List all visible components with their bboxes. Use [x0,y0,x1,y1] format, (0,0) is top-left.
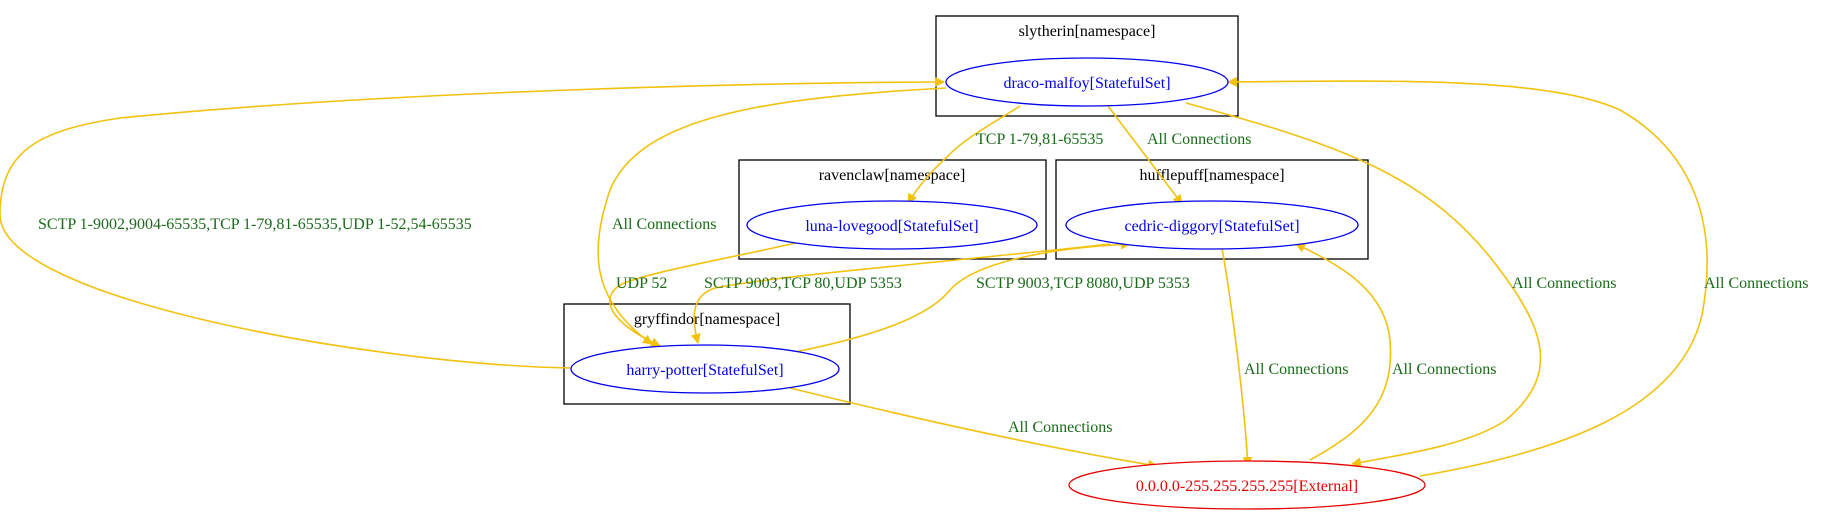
node-luna-lovegood-ellipse[interactable] [746,200,1038,250]
edge-label-harry-draco: SCTP 1-9002,9004-65535,TCP 1-79,81-65535… [38,216,472,233]
node-harry-potter-label: harry-potter[StatefulSet] [626,362,783,379]
edge-label-harry-external: All Connections [1008,419,1112,436]
edge-labels: TCP 1-79,81-65535 All Connections SCTP 1… [38,131,1808,436]
edge-label-external-cedric: All Connections [1392,361,1496,378]
node-harry-potter[interactable]: harry-potter[StatefulSet] [570,344,840,394]
cluster-gryffindor-border [563,303,851,405]
node-cedric-diggory-label: cedric-diggory[StatefulSet] [1124,218,1299,235]
edge-label-draco-external: All Connections [1512,275,1616,292]
edge-label-cedric-external: All Connections [1244,361,1348,378]
edge-draco-external [1185,102,1542,468]
node-luna-lovegood-label: luna-lovegood[StatefulSet] [805,218,978,235]
edge-draco-cedric [1107,105,1183,205]
edge-label-draco-cedric: All Connections [1147,131,1251,148]
edge-label-luna-harry: UDP 52 [616,275,667,292]
node-external-ellipse[interactable] [1068,460,1426,510]
edge-label-draco-harry: All Connections [612,216,716,233]
cluster-hufflepuff-label: hufflepuff[namespace] [1139,167,1284,184]
edge-label-external-draco: All Connections [1704,275,1808,292]
cluster-ravenclaw-label: ravenclaw[namespace] [819,167,966,184]
cluster-gryffindor-label: gryffindor[namespace] [634,311,780,328]
node-draco-malfoy-label: draco-malfoy[StatefulSet] [1003,75,1170,92]
edge-draco-luna [907,105,1021,204]
node-cedric-diggory[interactable]: cedric-diggory[StatefulSet] [1065,200,1359,250]
edge-cedric-harry [690,243,1111,344]
node-cedric-diggory-ellipse[interactable] [1065,200,1359,250]
node-external[interactable]: 0.0.0.0-255.255.255.255[External] [1068,460,1426,510]
node-draco-malfoy-ellipse[interactable] [945,57,1229,107]
edge-luna-harry [609,242,797,347]
node-luna-lovegood[interactable]: luna-lovegood[StatefulSet] [746,200,1038,250]
cluster-slytherin-label: slytherin[namespace] [1019,23,1156,40]
node-harry-potter-ellipse[interactable] [570,344,840,394]
cluster-hufflepuff-border [1055,159,1369,260]
node-draco-malfoy[interactable]: draco-malfoy[StatefulSet] [945,57,1229,107]
edge-label-cedric-harry: SCTP 9003,TCP 80,UDP 5353 [704,275,902,292]
edge-label-draco-luna: TCP 1-79,81-65535 [976,131,1103,148]
edge-label-harry-cedric: SCTP 9003,TCP 8080,UDP 5353 [976,275,1190,292]
cluster-gryffindor: gryffindor[namespace] [563,303,851,405]
edge-harry-cedric [794,239,1131,353]
node-external-label: 0.0.0.0-255.255.255.255[External] [1136,478,1358,495]
edge-cedric-external [1221,247,1253,467]
cluster-slytherin-border [935,15,1239,117]
cluster-slytherin: slytherin[namespace] [935,15,1239,117]
edge-harry-draco [0,77,945,369]
edges [0,76,1708,477]
edge-draco-harry [597,87,947,345]
cluster-ravenclaw-border [738,159,1047,260]
edge-harry-external [789,387,1158,470]
cluster-hufflepuff: hufflepuff[namespace] [1055,159,1369,260]
edge-external-cedric [1295,243,1392,461]
edge-external-draco [1227,76,1708,477]
cluster-ravenclaw: ravenclaw[namespace] [738,159,1047,260]
